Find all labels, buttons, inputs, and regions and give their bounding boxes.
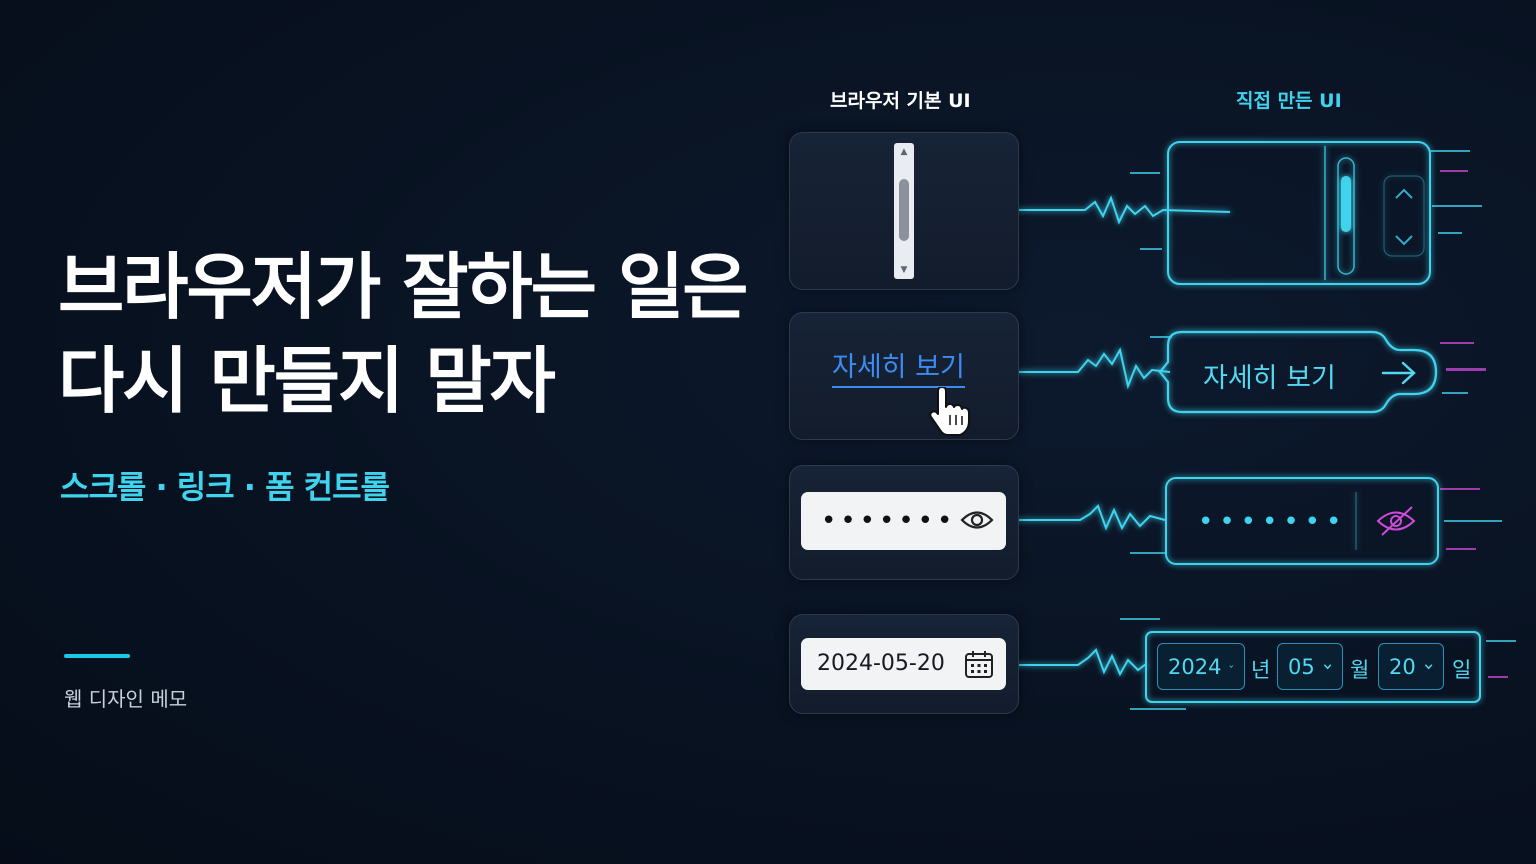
eye-icon[interactable] bbox=[960, 507, 994, 533]
chevron-down-icon bbox=[1323, 664, 1332, 670]
scroll-up-arrow-icon[interactable]: ▲ bbox=[900, 147, 908, 157]
custom-year-select[interactable]: 2024 bbox=[1157, 643, 1245, 690]
arrow-right-icon bbox=[1381, 361, 1416, 385]
chevron-down-icon bbox=[1395, 235, 1413, 246]
native-link[interactable]: 자세히 보기 bbox=[832, 345, 965, 388]
subtitle: 스크롤 · 링크 · 폼 컨트롤 bbox=[60, 468, 390, 506]
calendar-icon[interactable] bbox=[964, 649, 994, 679]
native-password-mask: ••••••• bbox=[821, 506, 957, 536]
day-unit: 일 bbox=[1452, 658, 1472, 682]
custom-password-mask[interactable]: ••••••• bbox=[1198, 507, 1348, 537]
chevron-up-icon bbox=[1395, 188, 1413, 199]
year-unit: 년 bbox=[1251, 658, 1271, 682]
accent-divider bbox=[64, 654, 130, 658]
month-value: 05 bbox=[1288, 654, 1315, 679]
headline-line-2: 다시 만들지 말자 bbox=[58, 339, 556, 423]
scrollbar-thumb[interactable] bbox=[899, 179, 909, 241]
chevron-down-icon bbox=[1229, 665, 1234, 668]
glitch-streaks bbox=[1120, 150, 1516, 710]
headline: 브라우저가 잘하는 일은 다시 만들지 말자 bbox=[58, 240, 749, 428]
footer-label: 웹 디자인 메모 bbox=[64, 687, 188, 711]
pointer-cursor-icon bbox=[929, 387, 970, 436]
custom-column-title: 직접 만든 UI bbox=[1236, 90, 1342, 112]
native-date-value: 2024-05-20 bbox=[817, 651, 945, 676]
connector-password bbox=[1010, 504, 1166, 531]
connector-date bbox=[1010, 648, 1147, 677]
native-link-card: 자세히 보기 bbox=[789, 312, 1019, 440]
chevron-down-icon bbox=[1424, 664, 1433, 670]
year-value: 2024 bbox=[1168, 654, 1222, 679]
day-value: 20 bbox=[1389, 654, 1416, 679]
native-scrollbar-card: ▲ ▼ bbox=[789, 132, 1019, 290]
custom-link-button[interactable]: 자세히 보기 bbox=[1203, 363, 1336, 394]
month-unit: 월 bbox=[1350, 658, 1370, 682]
eye-off-icon bbox=[1376, 506, 1416, 536]
custom-day-select[interactable]: 20 bbox=[1378, 643, 1444, 690]
native-date-card: 2024-05-20 bbox=[789, 614, 1019, 714]
custom-scroll-box bbox=[1167, 141, 1431, 285]
native-password-card: ••••••• bbox=[789, 465, 1019, 580]
native-scrollbar[interactable]: ▲ ▼ bbox=[894, 143, 914, 279]
native-password-field[interactable]: ••••••• bbox=[801, 492, 1006, 550]
headline-line-1: 브라우저가 잘하는 일은 bbox=[58, 245, 749, 329]
scroll-down-arrow-icon[interactable]: ▼ bbox=[900, 265, 908, 275]
native-column-title: 브라우저 기본 UI bbox=[830, 90, 971, 112]
custom-month-select[interactable]: 05 bbox=[1277, 643, 1343, 690]
native-date-field[interactable]: 2024-05-20 bbox=[801, 638, 1006, 690]
